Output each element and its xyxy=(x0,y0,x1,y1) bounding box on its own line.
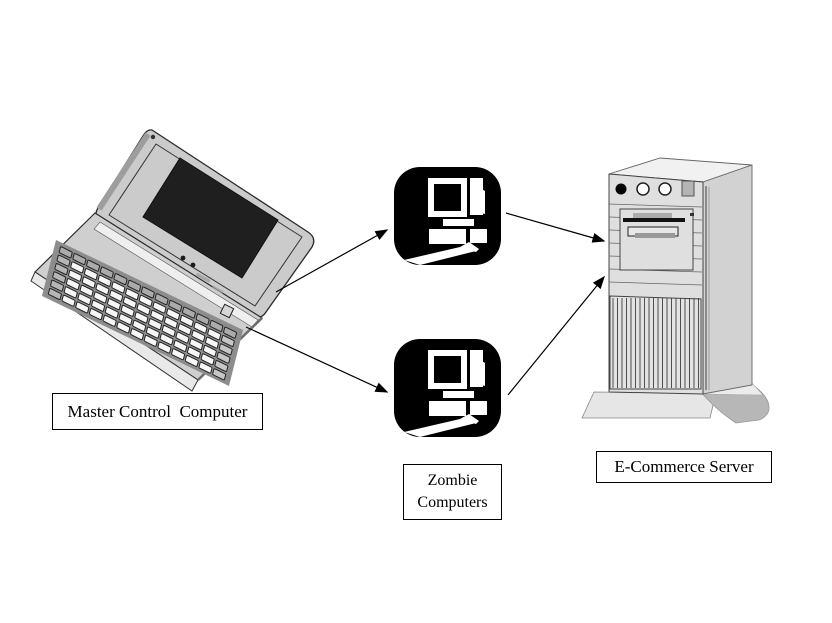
laptop-trackball xyxy=(219,303,235,319)
server-side-panel xyxy=(702,164,753,395)
server-vent-grille xyxy=(609,295,702,390)
arrow-zombie-bottom-to-server xyxy=(507,275,605,396)
arrow-zombie-top-to-server xyxy=(505,212,606,243)
server-base xyxy=(581,391,715,419)
ecommerce-server-label: E-Commerce Server xyxy=(596,451,772,483)
attack-arrows xyxy=(245,212,606,396)
master-label-text: Master Control Computer xyxy=(67,401,248,421)
server-drive-bays xyxy=(619,208,694,271)
zombie-computer-top-icon xyxy=(394,167,501,265)
arrow-master-to-zombie-top xyxy=(275,229,389,293)
arrow-master-to-zombie-bottom xyxy=(245,326,389,393)
laptop-keyboard-keys xyxy=(48,246,236,380)
laptop-lid xyxy=(95,129,315,318)
laptop-base xyxy=(31,213,262,391)
zombie-computers-label: Zombie Computers xyxy=(403,464,502,520)
server-label-text: E-Commerce Server xyxy=(614,457,754,476)
ecommerce-server-image xyxy=(581,157,770,424)
server-power-buttons xyxy=(615,180,695,197)
zombie-label-line2: Computers xyxy=(417,494,488,511)
master-control-computer-image xyxy=(31,129,315,391)
zombie-label-line1: Zombie xyxy=(427,472,478,490)
zombie-computer-bottom-icon xyxy=(394,339,501,437)
laptop-screen xyxy=(142,157,279,279)
master-control-computer-label: Master Control Computer xyxy=(52,393,263,430)
